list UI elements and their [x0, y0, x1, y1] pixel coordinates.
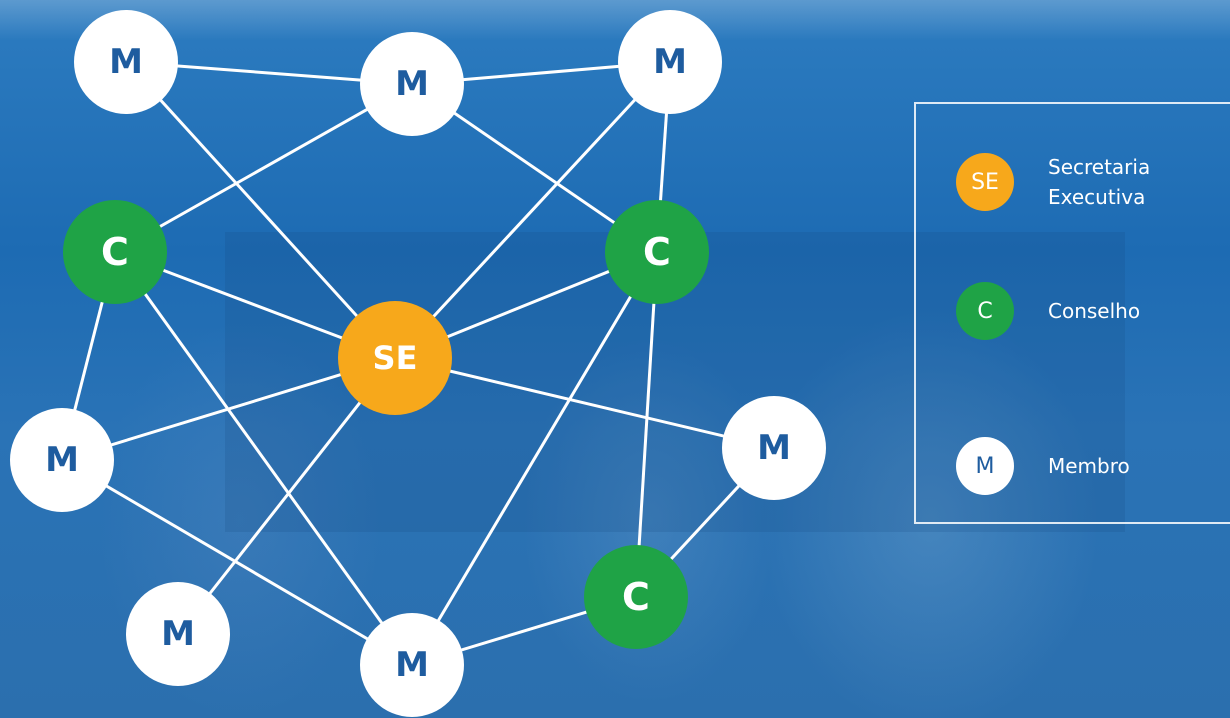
network-diagram: M M M C C SE M M C M M [10, 10, 826, 717]
legend-label-secretaria: Secretaria Executiva [1048, 155, 1151, 209]
edge-c1-m7 [113, 251, 414, 666]
node-label-m5: M [757, 428, 791, 468]
legend-label-membro: Membro [1048, 454, 1130, 478]
edge-m1-se [124, 60, 397, 360]
node-label-m1: M [109, 42, 143, 82]
node-c1: C [63, 200, 167, 304]
legend-item-secretaria: SE Secretaria Executiva [956, 152, 1150, 212]
node-m7: M [360, 613, 464, 717]
node-label-c3: C [622, 575, 650, 619]
node-m5: M [722, 396, 826, 500]
legend-item-conselho: C Conselho [956, 282, 1140, 340]
legend-label-conselho: Conselho [1048, 299, 1141, 323]
node-circle-m1 [74, 10, 178, 114]
node-circle-m3 [618, 10, 722, 114]
node-c2: C [605, 200, 709, 304]
node-circle-m5 [722, 396, 826, 500]
legend-item-membro: M Membro [956, 437, 1130, 495]
node-label-m2: M [395, 64, 429, 104]
node-m1: M [74, 10, 178, 114]
node-m4: M [10, 408, 114, 512]
node-m6: M [126, 582, 230, 686]
node-circle-m2 [360, 32, 464, 136]
node-circle-m7 [360, 613, 464, 717]
node-c3: C [584, 545, 688, 649]
node-label-m6: M [161, 614, 195, 654]
node-label-c1: C [101, 230, 129, 274]
edge-se-m4 [61, 356, 396, 462]
node-m2: M [360, 32, 464, 136]
legend-swatch-conselho: C [956, 282, 1014, 340]
legend: SE Secretaria Executiva C Conselho M Mem… [914, 102, 1230, 524]
edge-m2-c1 [114, 82, 413, 254]
background-roof [0, 0, 1230, 40]
legend-swatch-membro: M [956, 437, 1014, 495]
edge-se-m6 [176, 357, 397, 635]
edge-c2-m7 [410, 251, 659, 666]
node-label-m3: M [653, 42, 687, 82]
legend-swatch-secretaria: SE [956, 153, 1014, 211]
node-circle-m4 [10, 408, 114, 512]
node-label-m4: M [45, 440, 79, 480]
node-label-m7: M [395, 645, 429, 685]
node-m3: M [618, 10, 722, 114]
node-circle-m6 [126, 582, 230, 686]
nodes-group: M M M C C SE M M C M M [10, 10, 826, 717]
edge-m4-m7 [61, 458, 413, 667]
edge-c2-c3 [634, 251, 659, 598]
node-circle-c1 [63, 200, 167, 304]
node-circle-c3 [584, 545, 688, 649]
node-circle-c2 [605, 200, 709, 304]
node-label-se: SE [373, 339, 418, 377]
node-se: SE [338, 301, 452, 415]
edge-m3-se [393, 60, 672, 360]
node-circle-se [338, 301, 452, 415]
node-label-c2: C [643, 230, 671, 274]
edge-se-m5 [394, 356, 775, 450]
